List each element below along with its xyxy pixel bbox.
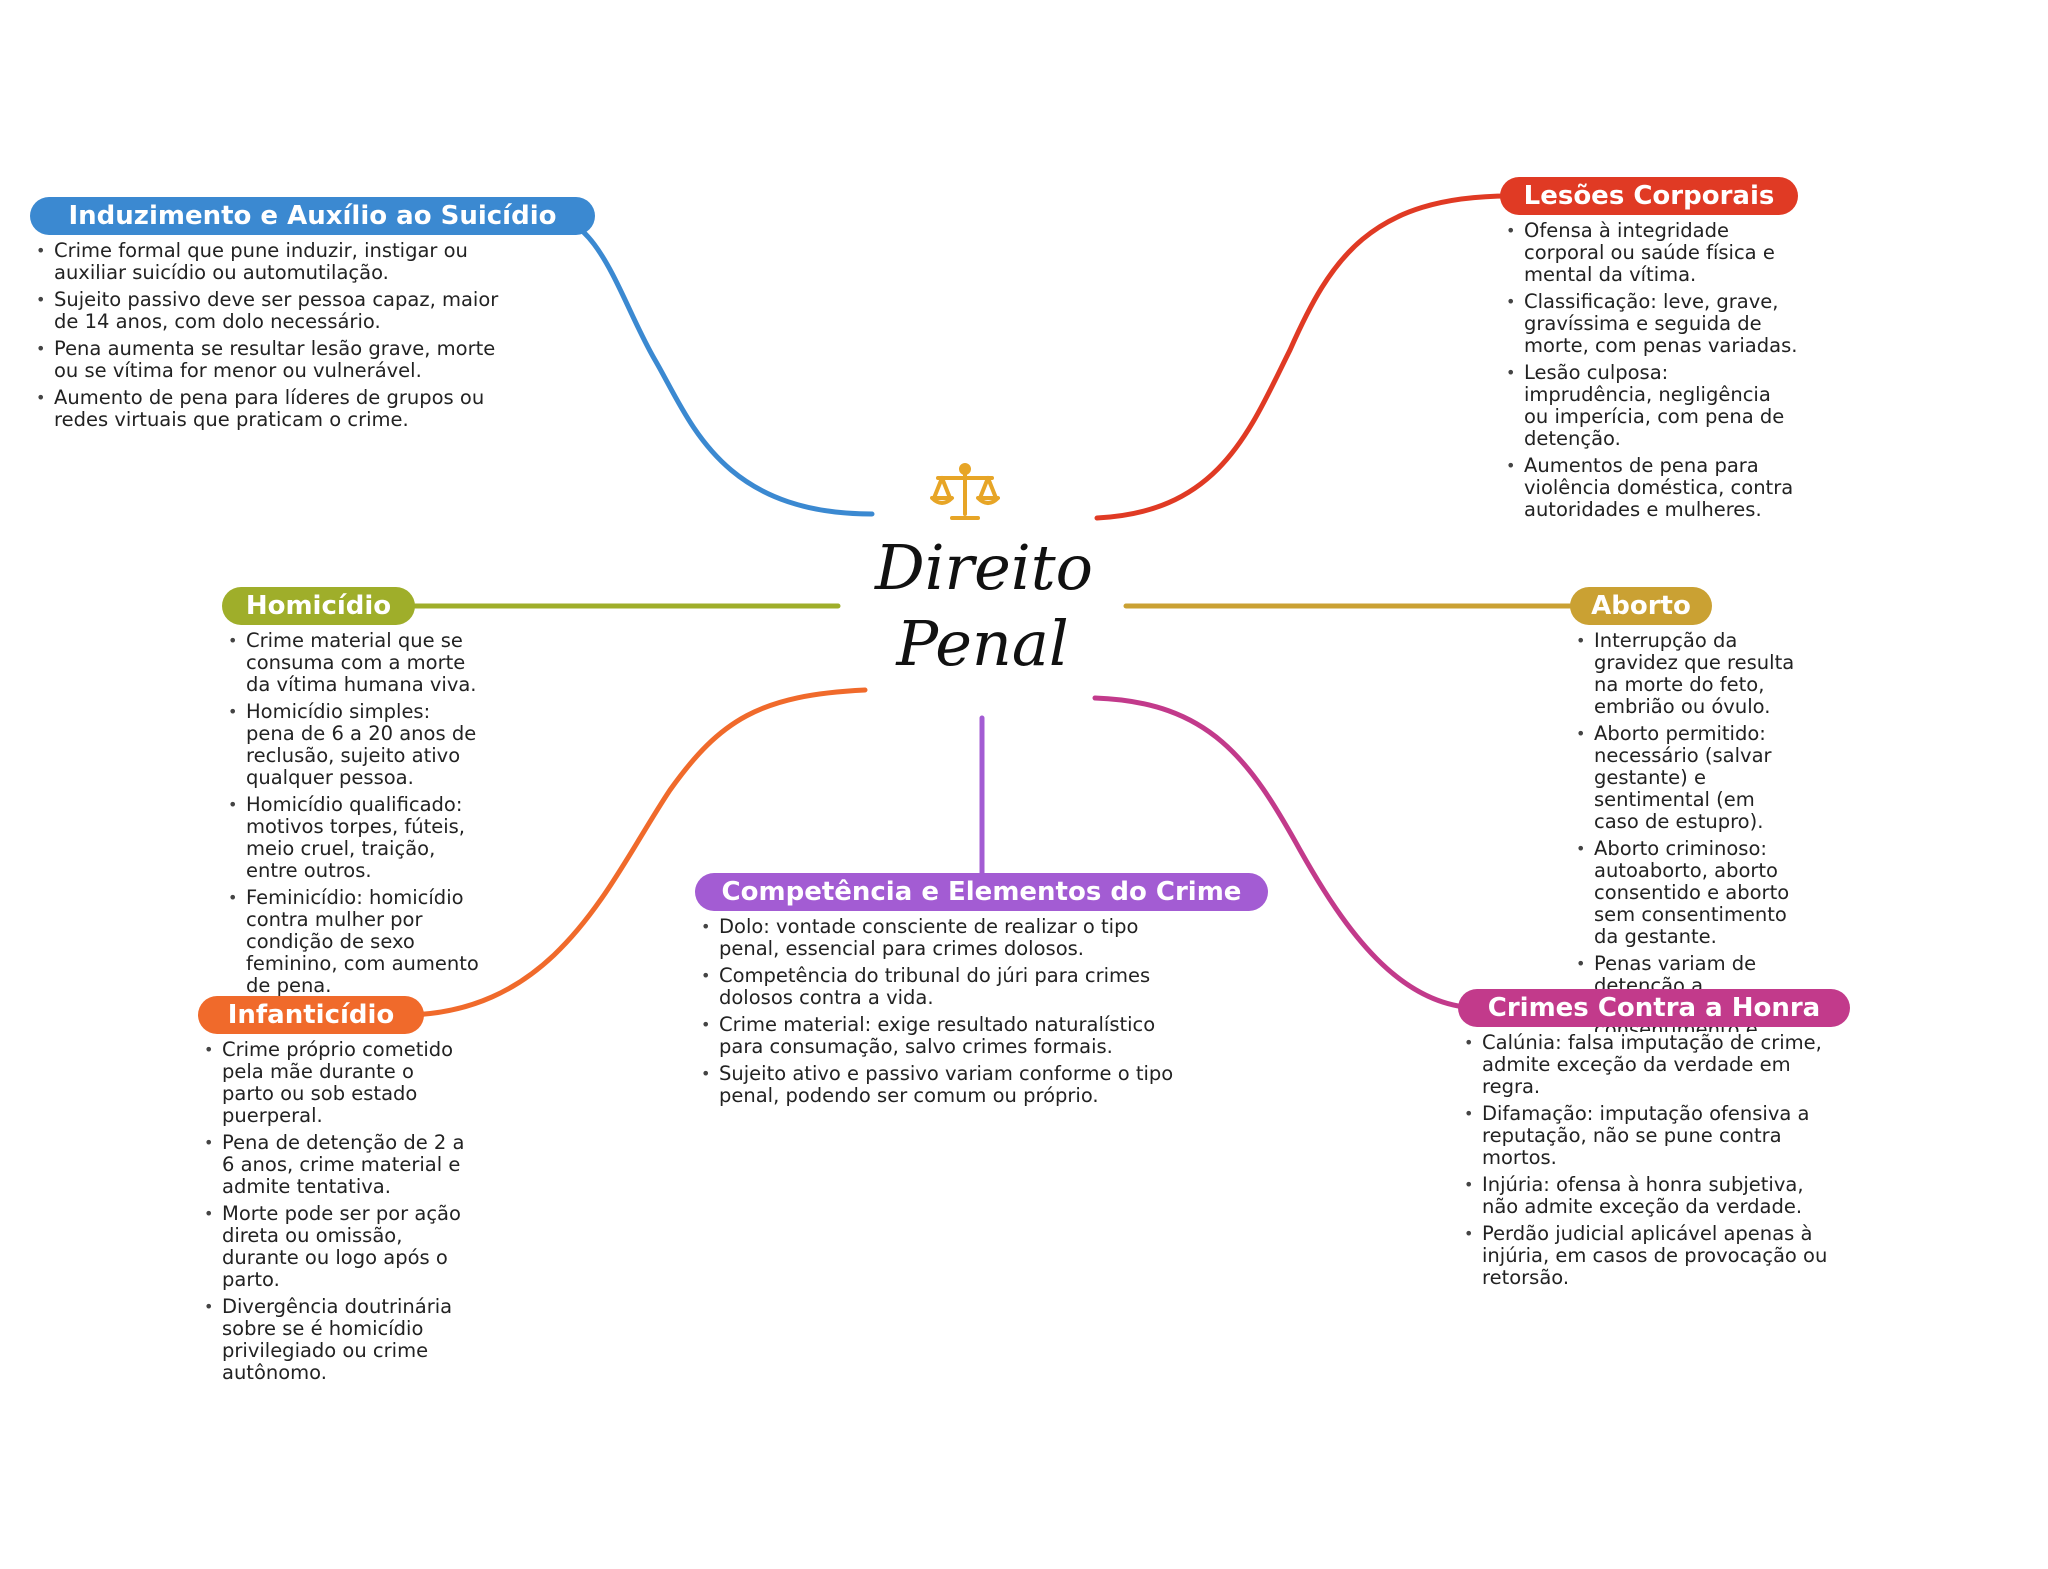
list-item: Sujeito passivo deve ser pessoa capaz, m… xyxy=(30,289,510,333)
list-item: Difamação: imputação ofensiva a reputaçã… xyxy=(1458,1103,1838,1169)
connector-induzimento xyxy=(542,212,875,517)
list-item: Feminicídio: homicídio contra mulher por… xyxy=(222,887,482,997)
branch-title-infanticidio[interactable]: Infanticídio xyxy=(198,996,424,1034)
branch-list-infanticidio: Crime próprio cometido pela mãe durante … xyxy=(198,1039,468,1389)
center-title-line-1: Direito xyxy=(875,531,1093,604)
list-item: Aumentos de pena para violência doméstic… xyxy=(1500,455,1800,521)
branch-title-induzimento[interactable]: Induzimento e Auxílio ao Suicídio xyxy=(30,197,595,235)
branch-list-lesoes: Ofensa à integridade corporal ou saúde f… xyxy=(1500,220,1800,526)
branch-title-competencia[interactable]: Competência e Elementos do Crime xyxy=(695,873,1268,911)
list-item: Pena de detenção de 2 a 6 anos, crime ma… xyxy=(198,1132,468,1198)
branch-list-homicidio: Crime material que se consuma com a mort… xyxy=(222,630,482,1002)
branch-title-lesoes[interactable]: Lesões Corporais xyxy=(1500,177,1798,215)
list-item: Injúria: ofensa à honra subjetiva, não a… xyxy=(1458,1174,1838,1218)
balance-scale-icon xyxy=(930,463,1000,520)
list-item: Homicídio simples: pena de 6 a 20 anos d… xyxy=(222,701,482,789)
list-item: Aumento de pena para líderes de grupos o… xyxy=(30,387,510,431)
branch-title-homicidio[interactable]: Homicídio xyxy=(222,587,415,625)
list-item: Ofensa à integridade corporal ou saúde f… xyxy=(1500,220,1800,286)
list-item: Dolo: vontade consciente de realizar o t… xyxy=(695,916,1175,960)
list-item: Aborto permitido: necessário (salvar ges… xyxy=(1570,723,1795,833)
list-item: Classificação: leve, grave, gravíssima e… xyxy=(1500,291,1800,357)
branch-title-honra[interactable]: Crimes Contra a Honra xyxy=(1458,989,1850,1027)
list-item: Divergência doutrinária sobre se é homic… xyxy=(198,1296,468,1384)
center-title-line-2: Penal xyxy=(896,607,1069,680)
list-item: Crime material: exige resultado naturalí… xyxy=(695,1014,1175,1058)
list-item: Aborto criminoso: autoaborto, aborto con… xyxy=(1570,838,1795,948)
list-item: Interrupção da gravidez que resulta na m… xyxy=(1570,630,1795,718)
branch-list-induzimento: Crime formal que pune induzir, instigar … xyxy=(30,240,510,436)
list-item: Sujeito ativo e passivo variam conforme … xyxy=(695,1063,1175,1107)
list-item: Crime material que se consuma com a mort… xyxy=(222,630,482,696)
list-item: Crime formal que pune induzir, instigar … xyxy=(30,240,510,284)
list-item: Crime próprio cometido pela mãe durante … xyxy=(198,1039,468,1127)
list-item: Competência do tribunal do júri para cri… xyxy=(695,965,1175,1009)
list-item: Calúnia: falsa imputação de crime, admit… xyxy=(1458,1032,1838,1098)
branch-list-competencia: Dolo: vontade consciente de realizar o t… xyxy=(695,916,1175,1112)
list-item: Morte pode ser por ação direta ou omissã… xyxy=(198,1203,468,1291)
branch-list-honra: Calúnia: falsa imputação de crime, admit… xyxy=(1458,1032,1838,1294)
list-item: Pena aumenta se resultar lesão grave, mo… xyxy=(30,338,510,382)
connector-infanticidio xyxy=(407,687,868,1018)
connector-lesoes xyxy=(1094,193,1513,521)
list-item: Perdão judicial aplicável apenas à injúr… xyxy=(1458,1223,1838,1289)
branch-title-aborto[interactable]: Aborto xyxy=(1570,587,1712,625)
connector-honra xyxy=(1092,695,1483,1011)
list-item: Homicídio qualificado: motivos torpes, f… xyxy=(222,794,482,882)
list-item: Lesão culposa: imprudência, negligência … xyxy=(1500,362,1800,450)
